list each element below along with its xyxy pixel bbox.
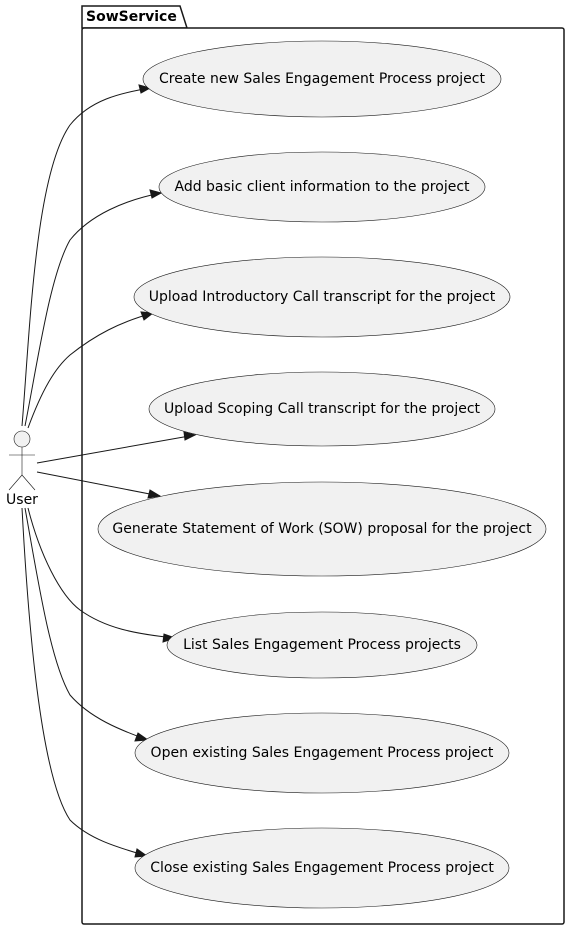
use-case-label: List Sales Engagement Process projects bbox=[183, 637, 461, 653]
associations bbox=[21, 84, 197, 858]
use-case-label: Close existing Sales Engagement Process … bbox=[150, 860, 494, 876]
package-title: SowService bbox=[86, 9, 177, 25]
arrow-2 bbox=[140, 311, 155, 321]
edge-7 bbox=[21, 507, 148, 857]
use-case-ellipse bbox=[97, 481, 547, 577]
arrow-3 bbox=[183, 431, 197, 441]
actor-head-icon bbox=[13, 430, 31, 448]
use-case-label: Upload Scoping Call transcript for the p… bbox=[164, 401, 481, 417]
use-case-label: Add basic client information to the proj… bbox=[174, 179, 470, 195]
use-case-ellipse bbox=[133, 256, 511, 338]
use-case-ellipse bbox=[142, 40, 502, 118]
edge-5 bbox=[27, 507, 176, 639]
arrow-7 bbox=[134, 848, 149, 858]
actor-label: User bbox=[6, 492, 38, 508]
use-case-5: List Sales Engagement Process projects bbox=[166, 611, 478, 679]
arrow-6 bbox=[134, 732, 150, 742]
use-case-label: Upload Introductory Call transcript for … bbox=[149, 289, 496, 305]
package-sowservice: SowService bbox=[81, 5, 565, 925]
use-case-0: Create new Sales Engagement Process proj… bbox=[142, 40, 502, 118]
use-case-2: Upload Introductory Call transcript for … bbox=[133, 256, 511, 338]
use-case-ellipse bbox=[134, 827, 510, 909]
use-case-7: Close existing Sales Engagement Process … bbox=[134, 827, 510, 909]
use-case-label: Open existing Sales Engagement Process p… bbox=[151, 745, 494, 761]
arrow-0 bbox=[138, 84, 152, 94]
actor-leg-right bbox=[21, 474, 36, 491]
use-case-ellipse bbox=[166, 611, 478, 679]
use-case-label: Generate Statement of Work (SOW) proposa… bbox=[112, 521, 532, 537]
actor-leg-left bbox=[8, 474, 23, 491]
use-case-4: Generate Statement of Work (SOW) proposa… bbox=[97, 481, 547, 577]
edge-2 bbox=[27, 312, 154, 429]
use-case-6: Open existing Sales Engagement Process p… bbox=[134, 712, 510, 794]
use-cases: Create new Sales Engagement Process proj… bbox=[97, 40, 547, 909]
use-case-label: Create new Sales Engagement Process proj… bbox=[159, 71, 485, 87]
arrow-1 bbox=[149, 189, 163, 199]
edge-1 bbox=[24, 192, 162, 427]
use-case-1: Add basic client information to the proj… bbox=[158, 151, 486, 223]
edge-0 bbox=[21, 87, 151, 427]
use-case-ellipse bbox=[148, 371, 496, 447]
package-frame bbox=[81, 27, 565, 925]
use-case-3: Upload Scoping Call transcript for the p… bbox=[148, 371, 496, 447]
edge-4 bbox=[36, 471, 161, 497]
use-case-ellipse bbox=[134, 712, 510, 794]
actor-user: User bbox=[6, 430, 38, 508]
edge-3 bbox=[36, 434, 196, 464]
use-case-ellipse bbox=[158, 151, 486, 223]
edge-6 bbox=[24, 507, 149, 741]
arrow-4 bbox=[147, 489, 162, 499]
